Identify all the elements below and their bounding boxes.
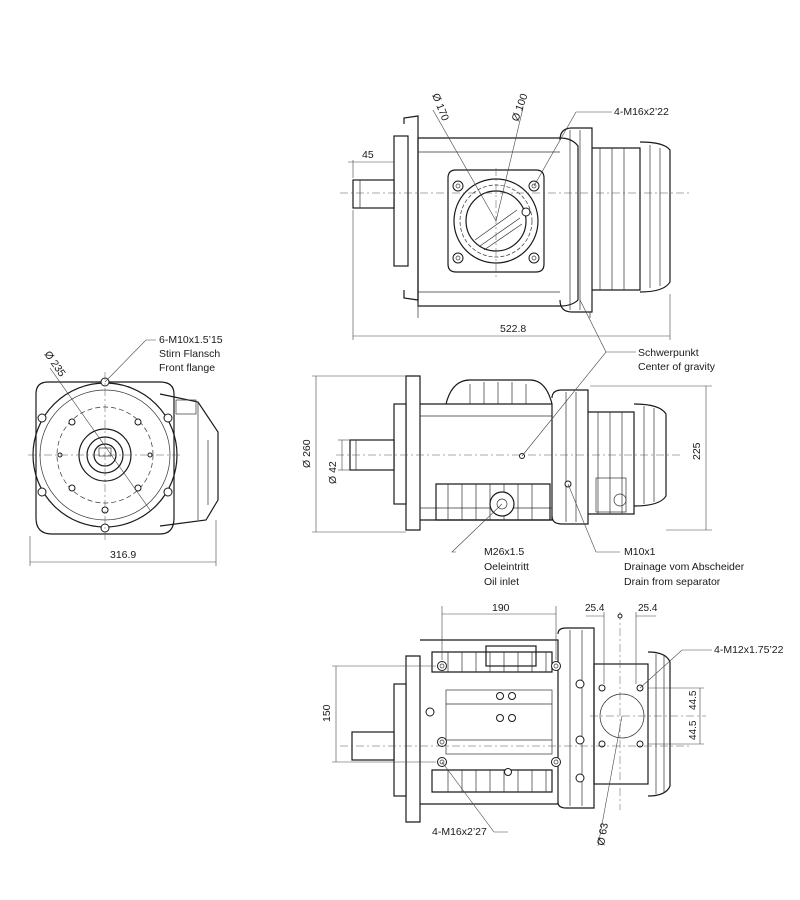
dim-d150: 150 [321,704,333,722]
dim-d25a: 25.4 [585,603,605,614]
side-view [312,299,712,553]
callout-gravity-1: Schwerpunkt [638,347,699,359]
dim-d25b: 25.4 [638,603,658,614]
callout-bottom-right-bolts: 4-M12x1.75’22 [714,644,784,656]
dim-d63: Ø 63 [595,822,611,847]
top-view [340,107,690,340]
front-view [28,339,219,566]
dim-d260: Ø 260 [301,439,313,468]
dim-d316: 316.9 [110,549,136,561]
callout-gravity-2: Center of gravity [638,361,716,373]
callout-oil-inlet-3: Oil inlet [484,576,519,588]
callout-drain-3: Drain from separator [624,576,721,588]
dim-d45: 45 [362,149,374,161]
dim-d42: Ø 42 [327,461,339,484]
callout-top-bolts: 4-M16x2’22 [614,106,669,118]
dim-d522: 522.8 [500,323,526,335]
dim-d44b: 44.5 [688,720,699,740]
dim-d190: 190 [492,602,510,614]
dim-d100: Ø 100 [510,92,531,123]
dim-d44a: 44.5 [688,690,699,710]
bottom-view [332,606,712,847]
callout-drain-2: Drainage vom Abscheider [624,561,745,573]
callout-oil-inlet-2: Oeleintritt [484,561,529,573]
callout-bottom-left-bolts: 4-M16x2’27 [432,826,487,838]
callout-drain-1: M10x1 [624,546,656,558]
callout-front-flange-3: Front flange [159,362,215,374]
callout-front-flange-2: Stirn Flansch [159,348,220,360]
dim-d225: 225 [691,442,703,460]
callout-front-flange-1: 6-M10x1.5’15 [159,334,223,346]
dim-d170: Ø 170 [429,92,451,123]
callout-oil-inlet-1: M26x1.5 [484,546,524,558]
